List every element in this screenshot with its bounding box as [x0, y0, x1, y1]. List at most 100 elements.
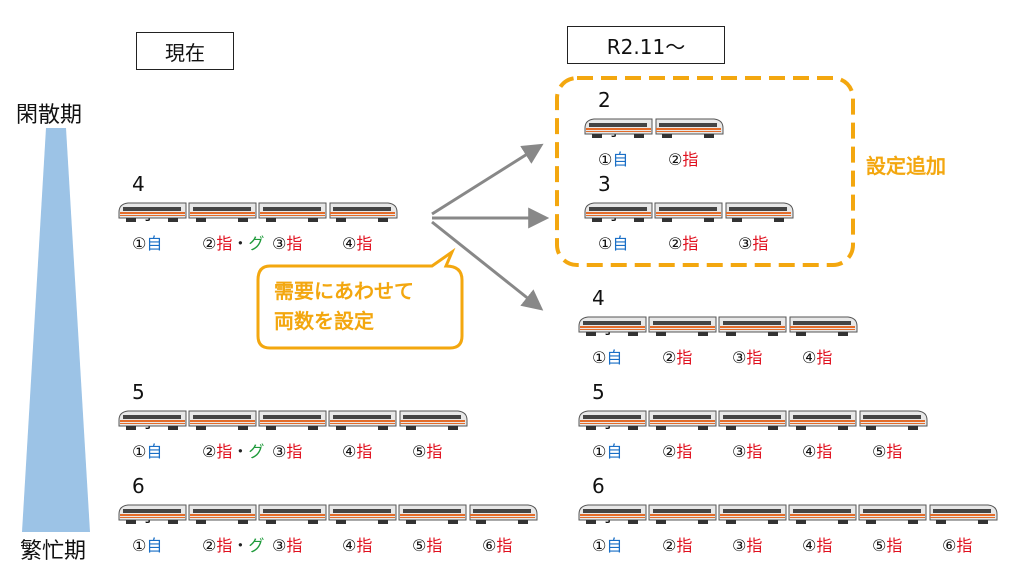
callout-text: 需要にあわせて 両数を設定	[274, 276, 414, 336]
car-number: ⑤	[412, 536, 427, 555]
car-label: ③指	[272, 438, 302, 462]
car-label: ①自	[132, 438, 162, 462]
train-car	[328, 408, 398, 434]
train-car	[788, 408, 858, 434]
train-car	[718, 502, 788, 528]
callout-line2: 両数を設定	[274, 309, 374, 333]
train-car	[578, 314, 648, 340]
train-car	[118, 408, 188, 434]
seat-type: 自	[612, 234, 629, 253]
callout-line1: 需要にあわせて	[274, 279, 414, 303]
train-car	[724, 200, 794, 226]
car-number: ③	[738, 234, 753, 253]
train-car	[788, 314, 858, 340]
car-label: ③指	[272, 230, 302, 254]
seat-type: 自	[606, 348, 623, 367]
seat-type: 指	[746, 348, 763, 367]
car-number: ⑤	[412, 442, 427, 461]
train-car	[188, 200, 258, 226]
train-car	[258, 408, 328, 434]
train-car	[328, 200, 398, 226]
car-label: ①自	[132, 532, 162, 556]
car-number: ⑥	[482, 536, 497, 555]
seat-type: 指	[886, 536, 903, 555]
train-car	[654, 116, 724, 142]
train-car	[584, 200, 654, 226]
car-label: ⑤指	[872, 532, 902, 556]
seat-type: 指	[216, 536, 233, 555]
seat-type: 指	[682, 234, 699, 253]
seat-type: 指	[676, 536, 693, 555]
seat-type: 指	[816, 536, 833, 555]
car-number: ①	[592, 442, 607, 461]
car-number: ①	[132, 442, 147, 461]
added-label: 設定追加	[866, 154, 946, 178]
car-label: ③指	[732, 438, 762, 462]
green-car-mark: グ	[248, 442, 265, 461]
seat-type: 自	[146, 442, 163, 461]
green-car-mark: グ	[248, 234, 265, 253]
seat-type: 指	[496, 536, 513, 555]
seat-type: 指	[676, 442, 693, 461]
car-number: ②	[668, 234, 683, 253]
car-number: ①	[598, 234, 613, 253]
train-car	[788, 502, 858, 528]
car-label: ④指	[802, 532, 832, 556]
car-number: ②	[202, 234, 217, 253]
train-car	[858, 408, 928, 434]
car-label: ⑥指	[482, 532, 512, 556]
car-number: ③	[272, 234, 287, 253]
seat-type: 自	[606, 536, 623, 555]
seat-type: 指	[216, 234, 233, 253]
train-car	[398, 502, 468, 528]
seat-type: 指	[356, 536, 373, 555]
callout-bubble	[256, 247, 464, 350]
seat-type: 指	[286, 234, 303, 253]
car-number: ④	[342, 234, 357, 253]
peak-label: 繁忙期	[20, 539, 87, 564]
car-number: ①	[598, 150, 613, 169]
car-label: ②指・グ	[202, 536, 265, 555]
car-label: ④指	[342, 438, 372, 462]
seat-type: 指	[356, 234, 373, 253]
train-car	[578, 502, 648, 528]
train-car	[648, 502, 718, 528]
seat-type: 指	[956, 536, 973, 555]
car-number: ⑤	[872, 536, 887, 555]
seat-type: 自	[612, 150, 629, 169]
car-label: ③指	[732, 532, 762, 556]
train-car	[648, 314, 718, 340]
car-number: ③	[272, 442, 287, 461]
train-car	[578, 408, 648, 434]
seat-type: 指	[676, 348, 693, 367]
current-header: 現在	[136, 32, 234, 70]
train-car	[188, 502, 258, 528]
car-label: ④指	[342, 532, 372, 556]
seat-type: 指	[356, 442, 373, 461]
car-number: ④	[802, 442, 817, 461]
car-number: ⑤	[872, 442, 887, 461]
car-label: ②指	[662, 532, 692, 556]
car-label: ②指	[668, 230, 698, 254]
car-number: ④	[342, 536, 357, 555]
seat-type: 指	[426, 442, 443, 461]
car-label: ⑥指	[942, 532, 972, 556]
car-label: ①自	[592, 344, 622, 368]
car-label: ②指・グ	[202, 234, 265, 253]
train-car	[584, 116, 654, 142]
added-dashed-box	[555, 76, 855, 267]
seat-type: 指	[746, 442, 763, 461]
seat-type: 指	[816, 348, 833, 367]
train-car	[468, 502, 538, 528]
train-car	[928, 502, 998, 528]
car-number: ②	[202, 442, 217, 461]
seat-type: 指	[886, 442, 903, 461]
green-car-mark: グ	[248, 536, 265, 555]
future-header: R2.11〜	[567, 26, 725, 64]
seat-type: 指	[216, 442, 233, 461]
arrow-to-2cars	[431, 143, 544, 216]
car-number: ③	[732, 442, 747, 461]
train-car	[118, 200, 188, 226]
car-number: ④	[802, 536, 817, 555]
